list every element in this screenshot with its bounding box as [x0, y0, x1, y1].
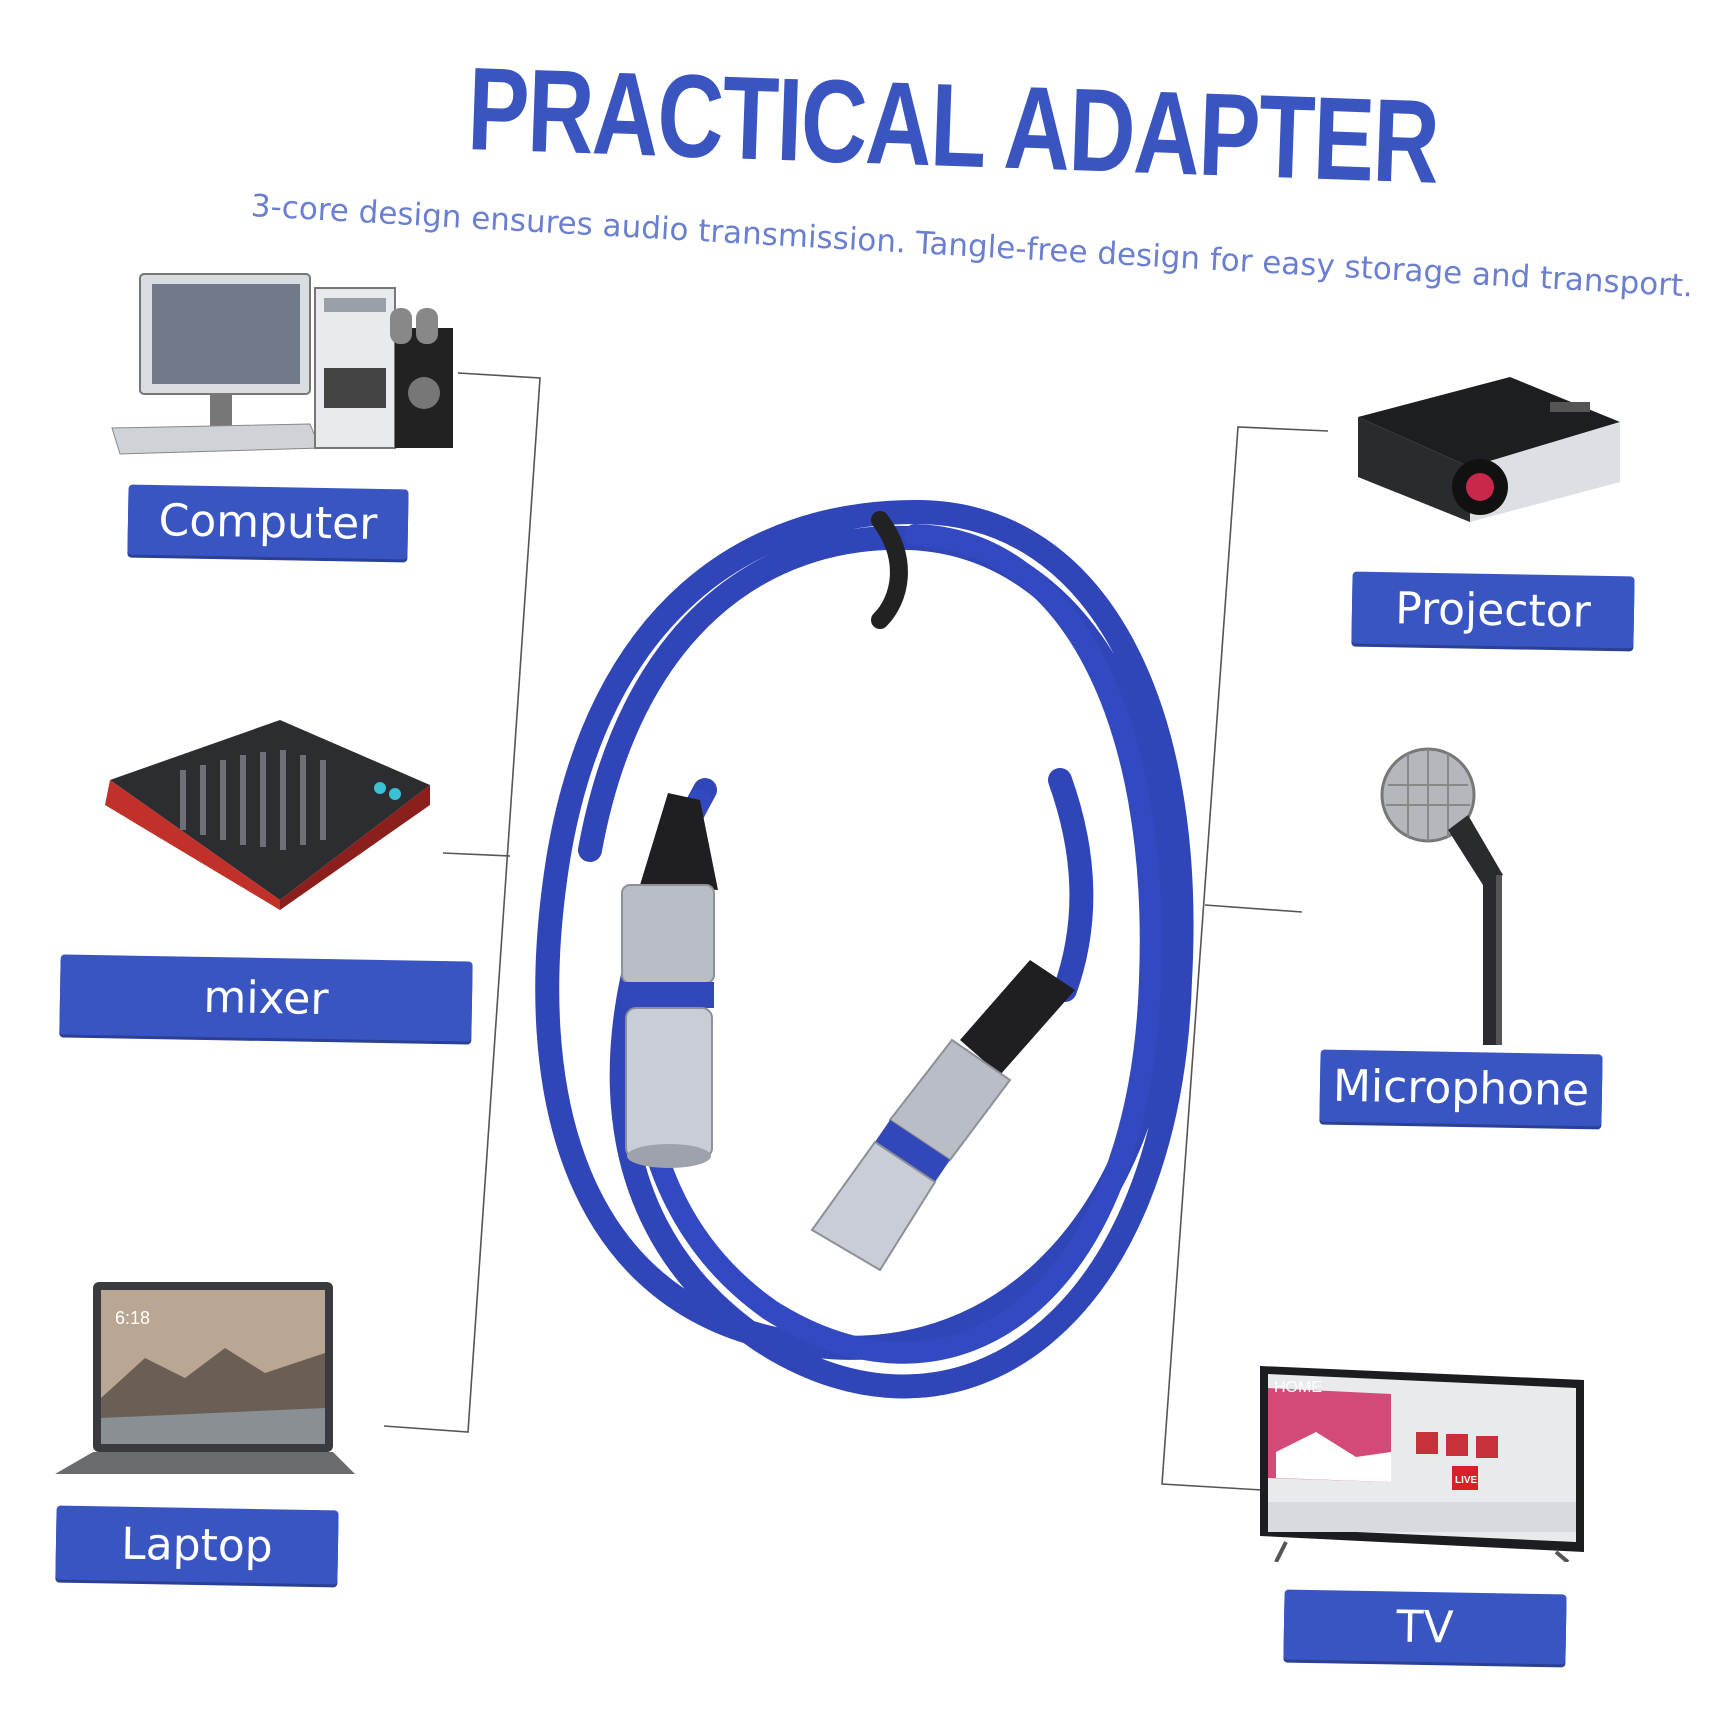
- label-microphone: Microphone: [1319, 1049, 1603, 1127]
- female-xlr-connector: [621, 793, 718, 1168]
- mixer-icon: [105, 720, 430, 910]
- tv-live-text: LIVE: [1455, 1475, 1478, 1486]
- computer-icon: [111, 273, 453, 455]
- right-connector-lines: [1161, 426, 1329, 1491]
- left-connector-lines: [383, 372, 541, 1433]
- laptop-icon: 6:18: [55, 1282, 355, 1474]
- microphone-icon: [1380, 747, 1503, 1045]
- projector-icon: [1358, 377, 1620, 522]
- label-tv: TV: [1283, 1589, 1567, 1665]
- tv-icon: HOME LIVE: [1260, 1366, 1584, 1562]
- label-mixer: mixer: [59, 954, 473, 1042]
- male-xlr-connector: [810, 960, 1075, 1272]
- label-laptop: Laptop: [55, 1505, 339, 1585]
- laptop-clock: 6:18: [115, 1308, 150, 1328]
- tv-home-text: HOME: [1274, 1379, 1322, 1396]
- label-projector: Projector: [1351, 571, 1635, 649]
- label-computer: Computer: [127, 484, 409, 560]
